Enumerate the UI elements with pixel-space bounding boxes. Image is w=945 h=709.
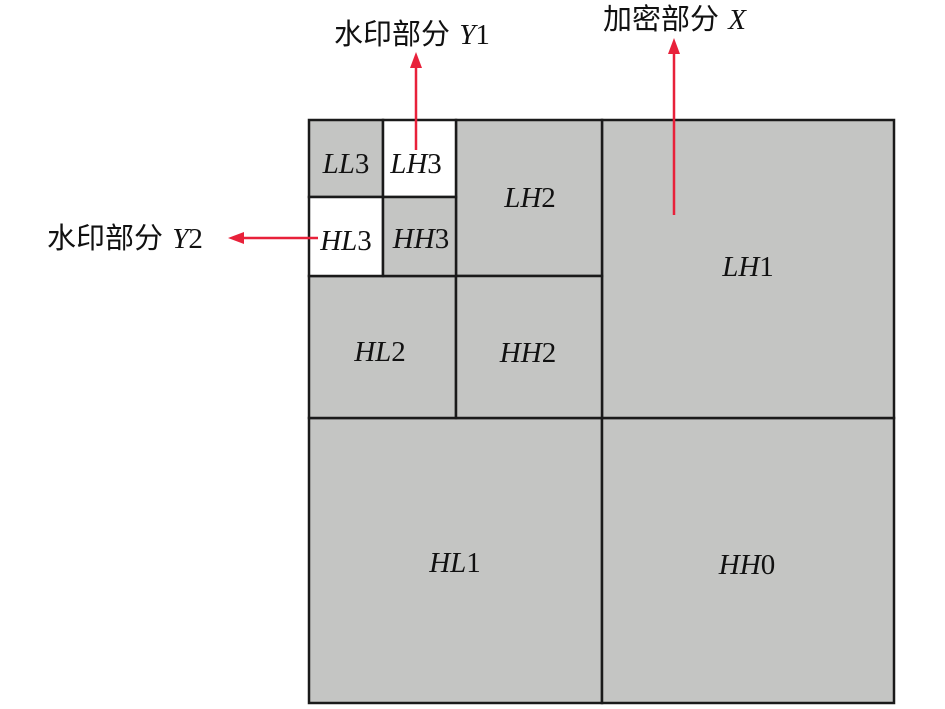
cell-hl2 [307, 274, 458, 420]
label-hl1: HL1 [428, 547, 481, 579]
label-lh3: LH3 [389, 148, 442, 180]
annotation-x: 加密部分 X [603, 2, 747, 36]
cell-lh3 [381, 118, 458, 199]
label-hl3: HL3 [319, 225, 372, 257]
label-hh2: HH2 [499, 337, 556, 369]
cell-hh3 [381, 195, 458, 278]
arrowhead-x-icon [668, 38, 680, 54]
arrowhead-y1-icon [410, 52, 422, 68]
cell-lh2 [454, 118, 604, 278]
label-ll3: LL3 [322, 148, 370, 180]
label-hl2: HL2 [353, 336, 406, 368]
cell-hl1 [307, 416, 604, 705]
annotation-y2: 水印部分 Y2 [47, 221, 203, 255]
label-hh3: HH3 [392, 223, 449, 255]
label-hh0: HH0 [718, 549, 775, 581]
cell-hh2 [454, 274, 604, 420]
label-lh1: LH1 [721, 251, 774, 283]
arrowhead-y2-icon [228, 232, 244, 244]
annotation-y1: 水印部分 Y1 [334, 17, 490, 51]
cell-lh1 [600, 118, 896, 420]
cell-hl3 [307, 195, 385, 278]
cell-hh0 [600, 416, 896, 705]
label-lh2: LH2 [503, 182, 556, 214]
